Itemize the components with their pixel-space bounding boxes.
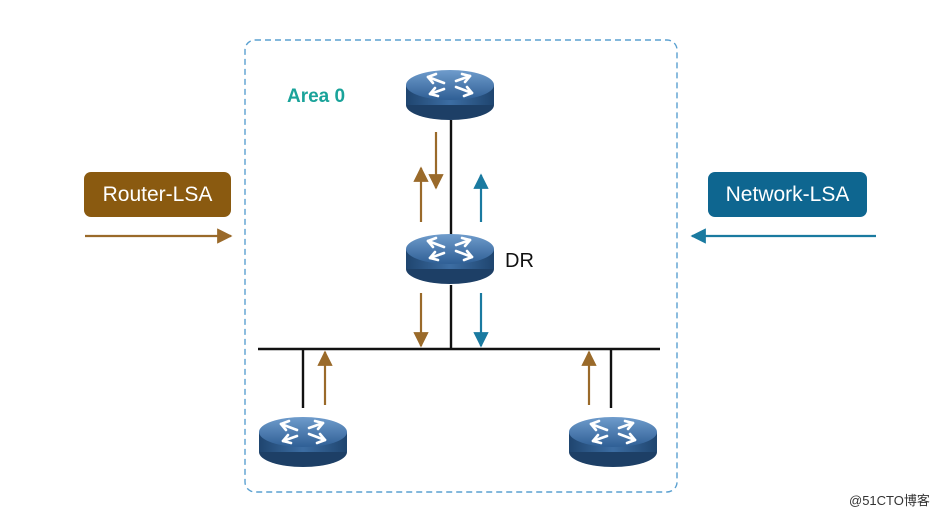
router-icon-dr [404,232,496,286]
dr-label: DR [505,250,534,272]
router-icon-bottom-right [567,415,659,469]
router-icon-top [404,68,496,122]
watermark-text: @51CTO博客 [849,493,930,508]
router-icon-bottom-left [257,415,349,469]
router-lsa-badge: Router-LSA [84,172,231,217]
network-lsa-badge: Network-LSA [708,172,867,217]
area-0-boundary [244,39,678,493]
area-label: Area 0 [287,86,346,107]
